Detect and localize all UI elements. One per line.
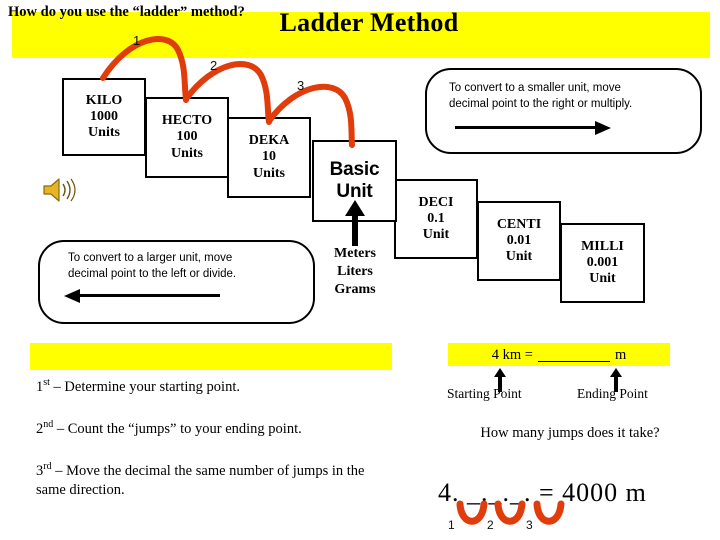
callout-smaller-text: To convert to a smaller unit, move decim… [449,80,686,113]
howto-banner [30,343,392,370]
step-value: 100 [176,129,198,145]
instruction-step-1-suffix: st [43,377,50,388]
example-equation-prefix: 4 km = [491,346,533,363]
example-equation: 4 km = m [448,344,670,366]
instruction-step-2-ordinal: 2 [36,420,44,437]
starting-point-label: Starting Point [447,386,522,401]
decimal-jump-demo: 4. _._._. = 4000 m 1 2 3 [438,478,708,536]
basic-unit-meters: Meters [334,246,376,261]
callout-larger-line2: decimal point to the left or divide. [68,268,237,281]
arc-number-2: 2 [210,58,218,73]
ladder-step-centi: CENTI 0.01 Unit [477,201,561,281]
instruction-step-3-ordinal: 3 [36,462,44,479]
callout-convert-larger: To convert to a larger unit, move decima… [38,240,315,324]
instruction-step-3-suffix: rd [43,461,52,472]
basic-unit-names: Meters Liters Grams [312,245,398,300]
ladder-step-hecto: HECTO 100 Units [145,97,229,178]
example-equation-suffix: m [614,346,627,363]
example-banner [448,343,670,366]
ladder-step-milli: MILLI 0.001 Unit [560,223,645,303]
basic-unit-grams: Grams [334,282,376,298]
decimal-line: 4. _._._. = 4000 m [438,478,647,507]
ladder-step-kilo: KILO 1000 Units [62,78,146,156]
ladder-step-deka: DEKA 10 Units [227,117,311,198]
step-label: MILLI [581,238,624,254]
step-unit: Units [171,145,203,161]
ending-point-label: Ending Point [577,386,648,401]
step-label: CENTI [496,216,542,232]
step-unit: Unit [505,249,533,265]
arc-number-1: 1 [133,33,141,48]
right-arrow-icon [595,121,611,135]
left-arrow-shaft [80,294,220,297]
step-value: 10 [262,149,276,165]
step-value: 0.001 [586,254,619,270]
howto-heading: How do you use the “ladder” method? [8,4,245,20]
step-value: 0.1 [427,210,445,226]
instruction-step-1-ordinal: 1 [36,378,44,395]
instruction-step-1-text: – Determine your starting point. [49,378,240,395]
step-unit: Unit [589,271,616,287]
jump-number-1: 1 [448,518,455,532]
callout-convert-smaller: To convert to a smaller unit, move decim… [425,68,702,154]
ladder-step-deci: DECI 0.1 Unit [394,179,478,259]
callout-larger-line1: To convert to a larger unit, move [68,252,233,264]
step-unit: Units [253,165,285,181]
callout-smaller-line2: decimal point to the right or multiply. [449,98,633,111]
decimal-jump-arcs [456,500,565,525]
instruction-step-2-suffix: nd [43,419,54,430]
right-arrow-shaft [455,126,595,129]
left-arrow-icon [64,289,80,303]
speaker-icon[interactable] [42,175,80,205]
step-label: DEKA [248,133,290,149]
starting-point-arrow-icon [494,368,506,392]
step-value: 0.01 [506,232,532,248]
instruction-step-1: 1st – Determine your starting point. [36,376,376,397]
step-unit: Units [88,125,120,141]
step-label: DECI [418,194,454,210]
step-value: Unit [336,181,373,202]
ladder-step-basic-unit: Basic Unit [312,140,397,222]
instruction-step-2: 2nd – Count the “jumps” to your ending p… [36,418,392,439]
callout-smaller-line1: To convert to a smaller unit, move [449,82,621,94]
up-arrow-icon [345,200,365,246]
jump-number-3: 3 [526,518,533,532]
step-label: HECTO [161,113,213,129]
instruction-step-3-text: – Move the decimal the same number of ju… [36,462,365,499]
step-label: KILO [85,92,123,108]
jump-number-2: 2 [487,518,494,532]
step-unit: Unit [422,227,450,243]
arc-number-3: 3 [297,78,305,93]
basic-unit-liters: Liters [337,264,373,280]
ending-point-arrow-icon [610,368,622,392]
example-blank [537,349,610,362]
step-label: Basic [329,158,380,180]
page-title: Ladder Method [279,8,459,37]
step-value: 1000 [90,108,118,124]
instruction-step-2-text: – Count the “jumps” to your ending point… [53,420,302,437]
instruction-step-3: 3rd – Move the decimal the same number o… [36,460,376,501]
callout-larger-text: To convert to a larger unit, move decima… [68,250,299,283]
jumps-question: How many jumps does it take? [480,425,660,441]
